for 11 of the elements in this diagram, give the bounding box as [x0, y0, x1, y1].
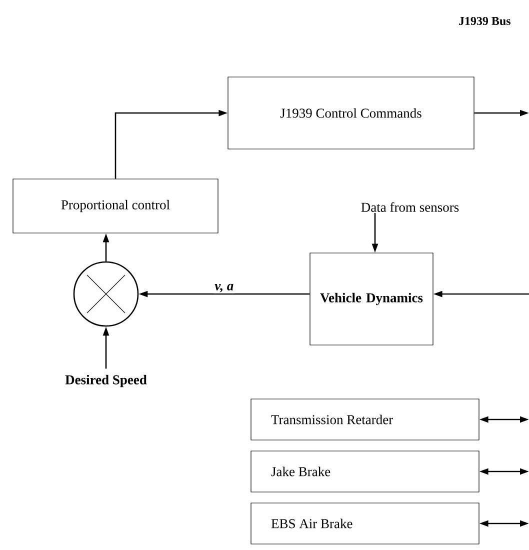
brake-box: Jake Brake	[250, 450, 480, 492]
input-label: Desired Speed	[65, 374, 147, 388]
edge-label: v, a	[214, 282, 235, 294]
summing-junction	[73, 261, 139, 327]
command-box: J1939 Control Commands	[228, 76, 474, 150]
brake-box: EBS Air Brake	[250, 502, 480, 544]
brake-box: Transmission Retarder	[250, 398, 480, 440]
dynamics-box: Vehicle Dynamics	[310, 252, 434, 346]
sensor-label: Data from sensors	[361, 202, 459, 212]
controller-box: Proportional control	[12, 178, 218, 234]
bus-label: J1939 Bus	[458, 16, 510, 26]
